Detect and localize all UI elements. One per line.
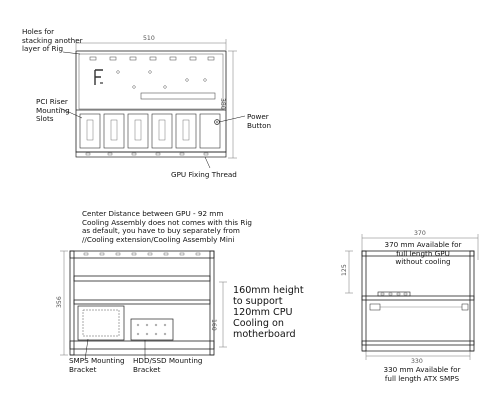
label-gpu-fixing-thread: GPU Fixing Thread [171, 170, 237, 179]
side-bottom-dim: 330 [411, 358, 423, 365]
label-power-button: Power Button [247, 112, 272, 130]
label-hdd-bracket: HDD/SSD Mounting Bracket [133, 356, 203, 374]
top-width-dim: 510 [143, 35, 155, 42]
gpu-distance-note: Center Distance between GPU - 92 mm Cool… [82, 209, 252, 244]
label-stacking-holes: Holes for stacking another layer of Rig [22, 27, 83, 54]
label-smps-bracket: SMPS Mounting Bracket [69, 356, 125, 374]
label-cpu-cooling: 160mm height to support 120mm CPU Coolin… [233, 285, 304, 340]
side-left-dim: 125 [341, 264, 348, 276]
label-smps-length: 330 mm Available for full length ATX SMP… [383, 365, 461, 383]
side-top-dim: 370 [414, 230, 426, 237]
label-gpu-length: 370 mm Available for full length GPU wit… [384, 240, 462, 267]
label-pci-riser: PCI Riser Mounting Slots [36, 97, 70, 124]
